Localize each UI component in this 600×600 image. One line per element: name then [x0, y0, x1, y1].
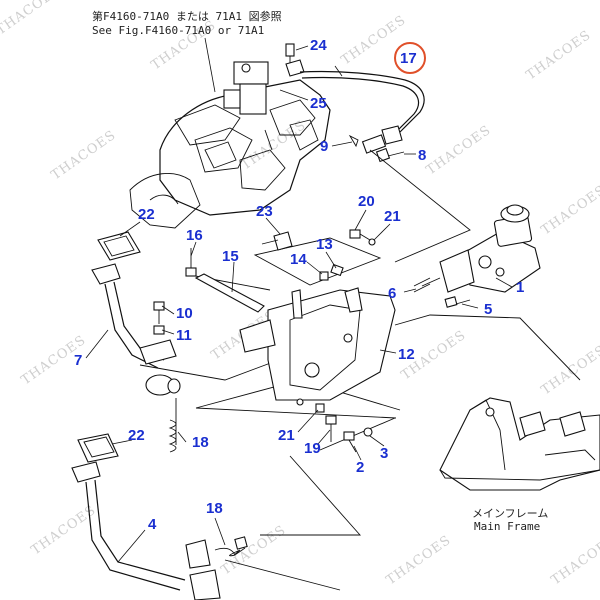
callout-14: 14	[290, 251, 307, 268]
callout-5: 5	[484, 301, 492, 318]
main-frame-label-en: Main Frame	[474, 520, 540, 533]
callout-25: 25	[310, 95, 327, 112]
callout-24: 24	[310, 37, 327, 54]
watermark: THACOES	[524, 28, 594, 84]
master-cylinder	[421, 204, 541, 293]
callout-20: 20	[358, 193, 375, 210]
watermark: THACOES	[539, 183, 600, 239]
watermark: THACOES	[0, 0, 64, 38]
highlight-ring	[394, 42, 426, 74]
callout-18-upper: 18	[192, 434, 209, 451]
callout-8: 8	[418, 147, 426, 164]
fasteners-left	[153, 301, 165, 335]
watermark: THACOES	[339, 13, 409, 69]
watermark: THACOES	[219, 523, 289, 579]
callout-12: 12	[398, 346, 415, 363]
callout-9: 9	[320, 138, 328, 155]
callout-13: 13	[316, 236, 333, 253]
callout-11: 11	[176, 327, 192, 344]
watermark: THACOES	[549, 533, 600, 589]
callout-23: 23	[256, 203, 273, 220]
brake-pedal-upper	[91, 231, 181, 453]
callout-21-upper: 21	[384, 208, 401, 225]
callout-numbers: 1 2 3 4 5 6 7 8 9 10 11 12 13 14 15 16 1…	[74, 37, 524, 533]
fasteners-lower	[315, 403, 373, 453]
pin-and-bolt	[413, 277, 471, 308]
callout-15: 15	[222, 248, 239, 265]
watermark: THACOES	[384, 533, 454, 589]
control-valve	[223, 43, 305, 115]
watermark: THACOES	[424, 123, 494, 179]
reference-note-en: See Fig.F4160-71A0 or 71A1	[92, 24, 264, 37]
fasteners-upper	[185, 229, 376, 281]
callout-22-lower: 22	[128, 427, 145, 444]
callout-17: 17	[400, 50, 417, 67]
callout-22-upper: 22	[138, 206, 155, 223]
control-cable	[299, 65, 425, 154]
watermark: THACOES	[539, 343, 600, 399]
callout-6: 6	[388, 285, 396, 302]
pedal-shaft	[194, 261, 265, 313]
callout-3: 3	[380, 445, 388, 462]
callout-2: 2	[356, 459, 364, 476]
callout-18-lower: 18	[206, 500, 223, 517]
main-frame	[439, 397, 600, 491]
watermark: THACOES	[49, 128, 119, 184]
callout-leaders	[85, 45, 513, 563]
brake-pedal-lower	[71, 433, 248, 600]
pedal-bracket	[239, 287, 396, 406]
callout-4: 4	[148, 516, 157, 533]
callout-16: 16	[186, 227, 203, 244]
callout-1: 1	[516, 279, 524, 296]
callout-7: 7	[74, 352, 82, 369]
reference-leader	[204, 37, 216, 93]
callout-10: 10	[176, 305, 193, 322]
main-frame-label-jp: メインフレーム	[472, 507, 548, 520]
callout-21-lower: 21	[278, 427, 295, 444]
reference-note-jp: 第F4160-71A0 または 71A1 図参照	[92, 9, 282, 23]
callout-19: 19	[304, 440, 321, 457]
